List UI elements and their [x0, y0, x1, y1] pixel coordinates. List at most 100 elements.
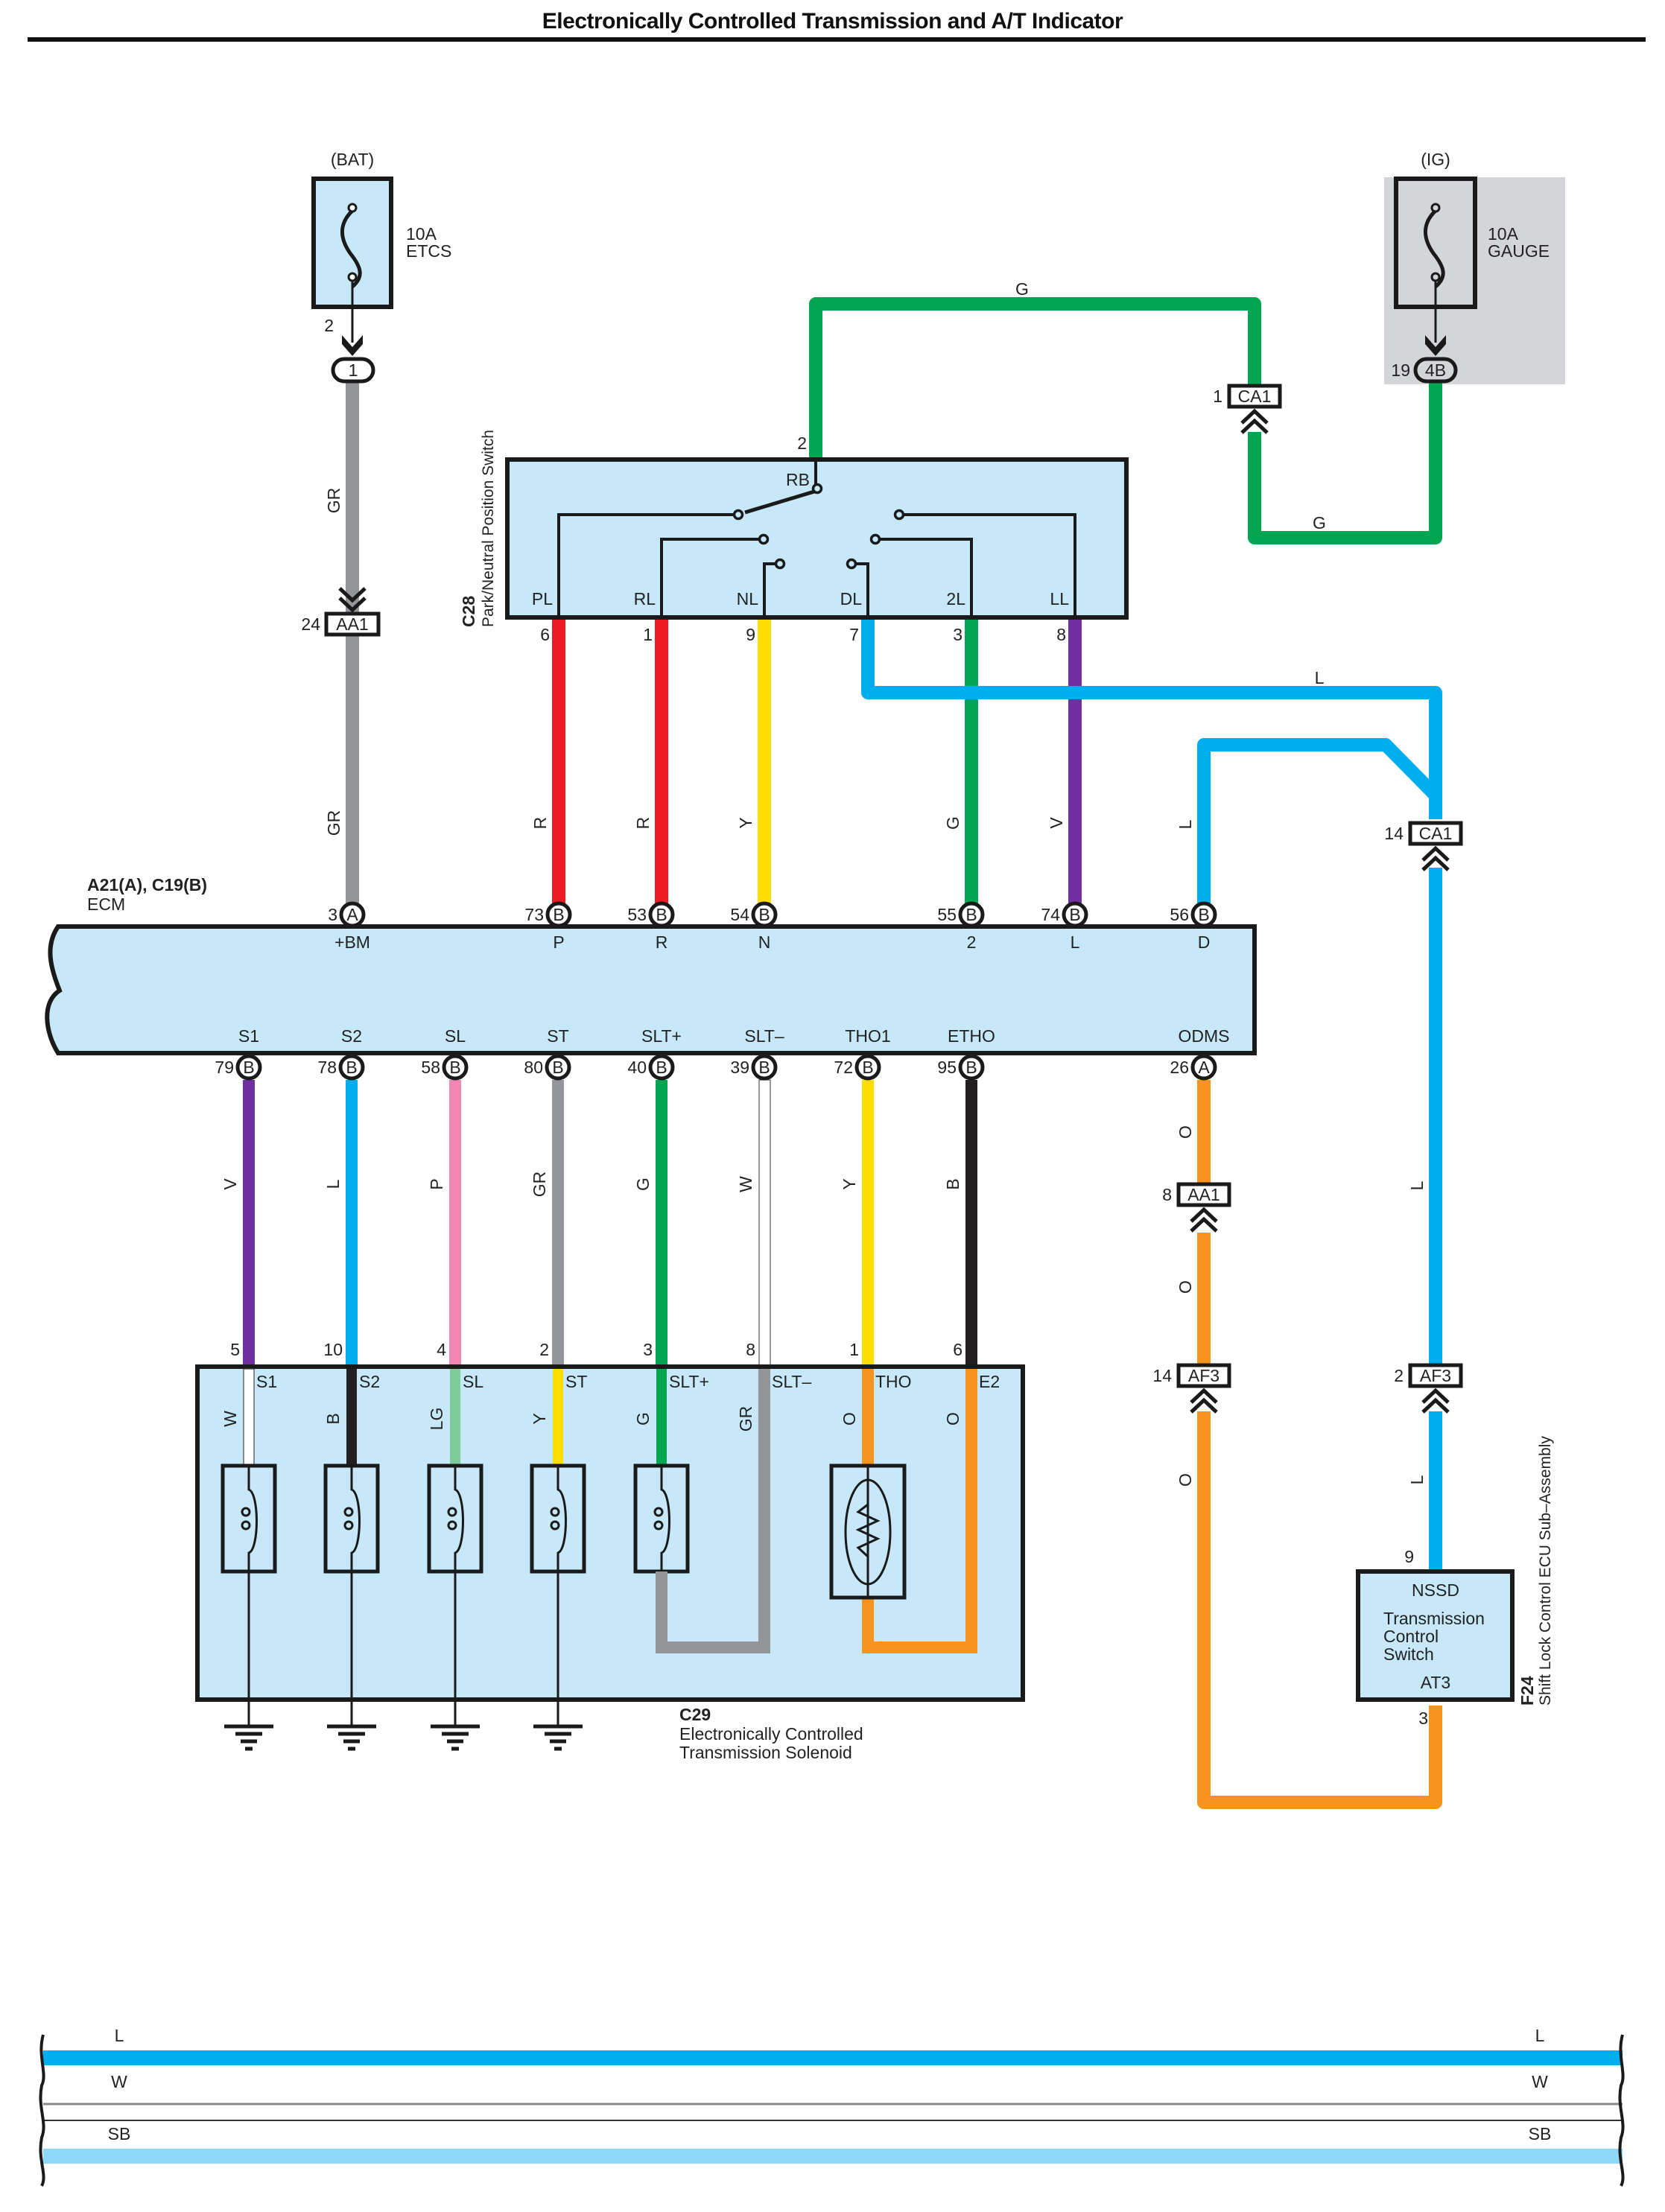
ecm-terminal-label: SLT+ [641, 1026, 682, 1046]
svg-text:B: B [346, 1058, 357, 1077]
svg-text:B: B [758, 905, 770, 924]
wire-color-label: GR [736, 1406, 755, 1432]
ecm[interactable]: A21(A), C19(B) ECM A3+BMB73PB53RB54NB552… [45, 875, 1257, 1081]
pin-number: 78 [317, 1058, 337, 1077]
junction-4b[interactable] [1413, 357, 1458, 384]
svg-text:AA1: AA1 [336, 614, 368, 634]
svg-text:8: 8 [1162, 1185, 1172, 1204]
ecm-pin-top[interactable]: B54 [730, 901, 778, 928]
title-rule [28, 37, 1646, 42]
solenoid-coil-icon [323, 1463, 380, 1726]
svg-text:A: A [1198, 1058, 1210, 1077]
solenoid-pin: 10 [323, 1340, 343, 1359]
ecm-pin-bottom[interactable]: A26 [1170, 1054, 1217, 1081]
ecm-pin-bottom[interactable]: B79 [215, 1054, 262, 1081]
pnp-terminal-pin: 7 [849, 625, 859, 644]
ecm-pin-bottom[interactable]: B80 [524, 1054, 571, 1081]
wire-l-d[interactable] [1197, 738, 1441, 905]
wire-w-sltm[interactable] [758, 1079, 771, 1367]
pin-number: 53 [627, 905, 647, 924]
solenoid-code: C29 [679, 1705, 711, 1724]
wire-g-rb[interactable] [809, 297, 1261, 458]
solenoid-pin: 1 [849, 1340, 859, 1359]
connector-af3-14[interactable]: AF3 14 [1152, 1363, 1231, 1414]
junction-1[interactable] [331, 357, 375, 384]
ecm-terminal-label: SLT– [744, 1026, 784, 1046]
pnp-terminal-label: DL [840, 589, 863, 608]
pnp-terminal-pin: 8 [1056, 625, 1066, 644]
connector-aa1-24[interactable]: AA1 24 [301, 587, 381, 637]
connector-ca1-1[interactable]: CA1 1 [1213, 384, 1282, 434]
pin-number: 56 [1170, 905, 1189, 924]
legend-code-right: W [1532, 2072, 1548, 2091]
ecm-pin-bottom[interactable]: B 78 [317, 1054, 365, 1081]
nssd-pin: 9 [1404, 1547, 1414, 1566]
junction-4b-pin: 19 [1391, 360, 1410, 380]
ecm-pin-bottom[interactable]: B72 [834, 1054, 881, 1081]
ecm-pin-top[interactable]: B73 [524, 901, 572, 928]
wire-color-label: G [633, 1412, 653, 1426]
solenoid-terminal-label: S1 [256, 1372, 277, 1391]
wire-color-label: G [633, 1177, 653, 1191]
connector-af3-2[interactable]: AF3 2 [1394, 1363, 1463, 1414]
ecm-pin-top[interactable]: B55 [937, 901, 985, 928]
wire-color-label: B [943, 1178, 962, 1189]
wire-l-dl[interactable] [861, 618, 1442, 819]
fuse-gauge: (IG) 10A GAUGE 4B 19 [1391, 150, 1550, 384]
ecm-terminal-label: R [656, 932, 668, 952]
ground-icon [224, 1724, 273, 1751]
at3-terminal: AT3 [1421, 1673, 1450, 1692]
wire-color-label: W [221, 1411, 240, 1427]
fuse-gauge-source: (IG) [1421, 150, 1450, 169]
solenoid-terminal-label: SL [463, 1372, 483, 1391]
svg-text:CA1: CA1 [1419, 824, 1453, 843]
solenoid-name-1: Electronically Controlled [679, 1724, 863, 1744]
wire-g-gauge[interactable] [1248, 380, 1442, 544]
shift-lock-control-ecu[interactable]: 9 NSSD Transmission Control Switch AT3 3… [1356, 1436, 1554, 1728]
ecm-pin-top[interactable]: B74 [1041, 901, 1088, 928]
wire-color-label: GR [530, 1172, 549, 1198]
wire-o-af3-f24[interactable] [1197, 1411, 1442, 1809]
ecm-pin-bottom[interactable]: B58 [421, 1054, 469, 1081]
ecm-pin-top[interactable]: B56 [1170, 901, 1217, 928]
wire-color-label: O [943, 1412, 962, 1426]
pnp-terminal-label: PL [532, 589, 553, 608]
legend-code-right: SB [1529, 2124, 1552, 2143]
svg-text:2: 2 [1394, 1366, 1404, 1385]
solenoid-terminal-label: E2 [979, 1372, 1000, 1391]
break-line-icon [39, 2034, 1625, 2187]
connector-aa1-8[interactable]: AA1 8 [1162, 1182, 1231, 1233]
fuse-etcs: (BAT) 10A ETCS 2 1 [311, 150, 451, 384]
ecm-code: A21(A), C19(B) [87, 875, 207, 894]
svg-text:L: L [1176, 819, 1195, 829]
svg-text:14: 14 [1152, 1366, 1172, 1385]
connector-ca1-14[interactable]: CA1 14 [1384, 821, 1463, 871]
pin-number: 73 [524, 905, 544, 924]
ecm-pin-top[interactable]: A3 [328, 901, 366, 928]
wire-color-label: L [323, 1179, 343, 1189]
solenoid-name-2: Transmission Solenoid [679, 1743, 852, 1762]
ecm-pin-top[interactable]: B53 [627, 901, 675, 928]
ecm-pin-bottom[interactable]: B39 [730, 1054, 778, 1081]
wire-color-label: Y [736, 817, 755, 828]
wire-color-label: W [736, 1176, 755, 1192]
solenoid-coil-icon [427, 1463, 483, 1726]
solenoid-coil-icon [221, 1463, 277, 1726]
ecm-terminal-label: S1 [238, 1026, 259, 1046]
wire-color-label: G [943, 816, 962, 830]
transmission-solenoid[interactable]: 5S1W10S2B4SLLG2STY3SLT+G8SLT–GR1THOO6E2O… [195, 1340, 1025, 1762]
wire-gr-slt-loop[interactable] [656, 1369, 770, 1653]
pnp-terminal-label: RL [634, 589, 656, 608]
ecm-pin-bottom[interactable]: B40 [627, 1054, 675, 1081]
ecm-pin-bottom[interactable]: B95 [937, 1054, 985, 1081]
pnp-terminal-pin: 3 [953, 625, 962, 644]
pin-number: 3 [328, 905, 337, 924]
ecm-terminal-label: THO1 [845, 1026, 890, 1046]
svg-text:L: L [1407, 1180, 1427, 1190]
page-title: Electronically Controlled Transmission a… [542, 9, 1123, 34]
pin-number: 58 [421, 1058, 440, 1077]
fuse-etcs-pin: 2 [324, 316, 334, 335]
